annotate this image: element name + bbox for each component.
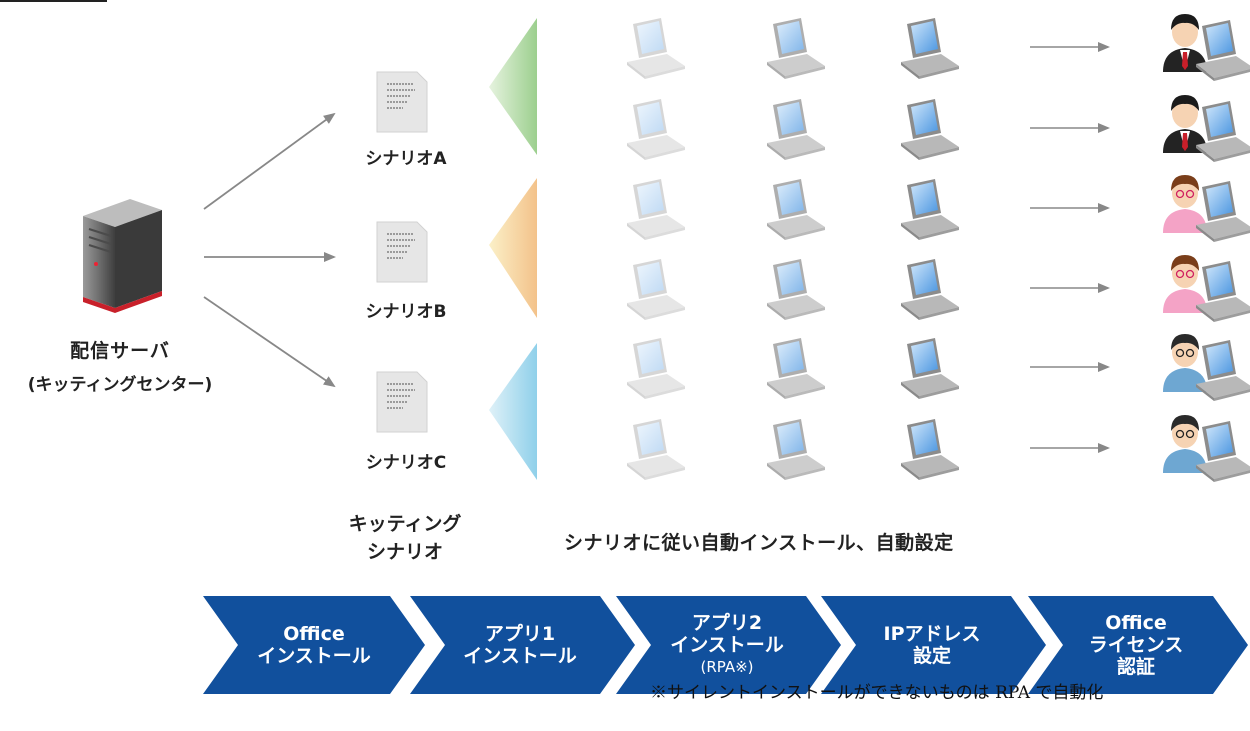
step-3: アプリ2 インストール (RPA※): [627, 596, 827, 694]
kitting-line-1: キッティング: [348, 513, 462, 535]
server-title: 配信サーバ: [70, 340, 170, 362]
step-chevron-5: [1028, 596, 1248, 694]
document-icon-c: [376, 371, 428, 433]
user-laptop-6: [1196, 421, 1250, 482]
step-chevron-4: [821, 596, 1046, 694]
laptop-r1-c1: [627, 18, 685, 79]
server-subtitle: (キッティングセンター): [27, 375, 213, 395]
scenario-a-label: シナリオA: [365, 149, 447, 169]
laptop-r3-c2: [767, 179, 825, 240]
scenario-c-label: シナリオC: [365, 453, 447, 473]
user-laptop-5: [1196, 340, 1250, 401]
step-3-line-1: アプリ2: [691, 612, 763, 634]
step-5-line-2: ライセンス: [1088, 634, 1184, 656]
arrow-to-scenario-a: [203, 112, 336, 210]
fan-triangle-a: [489, 18, 537, 155]
laptop-r1-c2: [767, 18, 825, 79]
step-4-line-2: 設定: [912, 645, 951, 667]
laptop-r2-c3: [901, 99, 959, 160]
user-avatar-3: [1163, 175, 1207, 233]
step-4-line-1: IPアドレス: [883, 623, 981, 645]
laptop-r3-c1: [627, 179, 685, 240]
laptop-r2-c2: [767, 99, 825, 160]
step-5-line-3: 認証: [1116, 656, 1155, 678]
step-3-line-2: インストール: [670, 634, 784, 656]
user-laptop-4: [1196, 261, 1250, 322]
footnote: ※サイレントインストールができないものは RPA で自動化: [650, 683, 1104, 703]
laptop-r6-c1: [627, 419, 685, 480]
laptop-r6-c2: [767, 419, 825, 480]
flow-diagram: [83, 14, 1250, 482]
user-avatar-4: [1163, 255, 1207, 313]
step-4: IPアドレス 設定: [832, 596, 1032, 694]
user-laptop-2: [1196, 101, 1250, 162]
laptop-r4-c2: [767, 259, 825, 320]
user-laptop-3: [1196, 181, 1250, 242]
step-1-line-2: インストール: [257, 645, 371, 667]
step-5-line-1: Office: [1105, 612, 1167, 634]
laptop-r5-c1: [627, 338, 685, 399]
top-rule: [0, 0, 107, 2]
laptop-r6-c3: [901, 419, 959, 480]
process-chevrons: [203, 596, 1248, 694]
auto-install-label: シナリオに従い自動インストール、自動設定: [564, 532, 954, 554]
arrow-to-scenario-c: [203, 296, 336, 388]
step-2: アプリ1 インストール: [420, 596, 620, 694]
step-2-line-2: インストール: [463, 645, 577, 667]
step-1: Office インストール: [214, 596, 414, 694]
step-5: Office ライセンス 認証: [1036, 596, 1236, 694]
laptop-r5-c3: [901, 338, 959, 399]
server-icon: [83, 199, 162, 313]
laptop-r3-c3: [901, 179, 959, 240]
scenario-b-label: シナリオB: [365, 302, 447, 322]
fan-triangle-c: [489, 343, 537, 480]
kitting-line-2: シナリオ: [366, 541, 443, 563]
step-chevron-2: [410, 596, 635, 694]
step-3-line-3: (RPA※): [700, 658, 754, 676]
laptop-r2-c1: [627, 99, 685, 160]
document-icon-b: [376, 221, 428, 283]
step-chevron-3: [616, 596, 841, 694]
laptop-grid: [627, 14, 1250, 482]
laptop-r4-c3: [901, 259, 959, 320]
laptop-r5-c2: [767, 338, 825, 399]
document-icon-a: [376, 71, 428, 133]
kitting-scenario-label: キッティング シナリオ: [340, 510, 470, 566]
laptop-r4-c1: [627, 259, 685, 320]
step-1-line-1: Office: [283, 623, 345, 645]
user-laptop-1: [1196, 20, 1250, 81]
fan-triangle-b: [489, 178, 537, 318]
step-chevron-1: [203, 596, 425, 694]
laptop-r1-c3: [901, 18, 959, 79]
step-2-line-1: アプリ1: [484, 623, 556, 645]
